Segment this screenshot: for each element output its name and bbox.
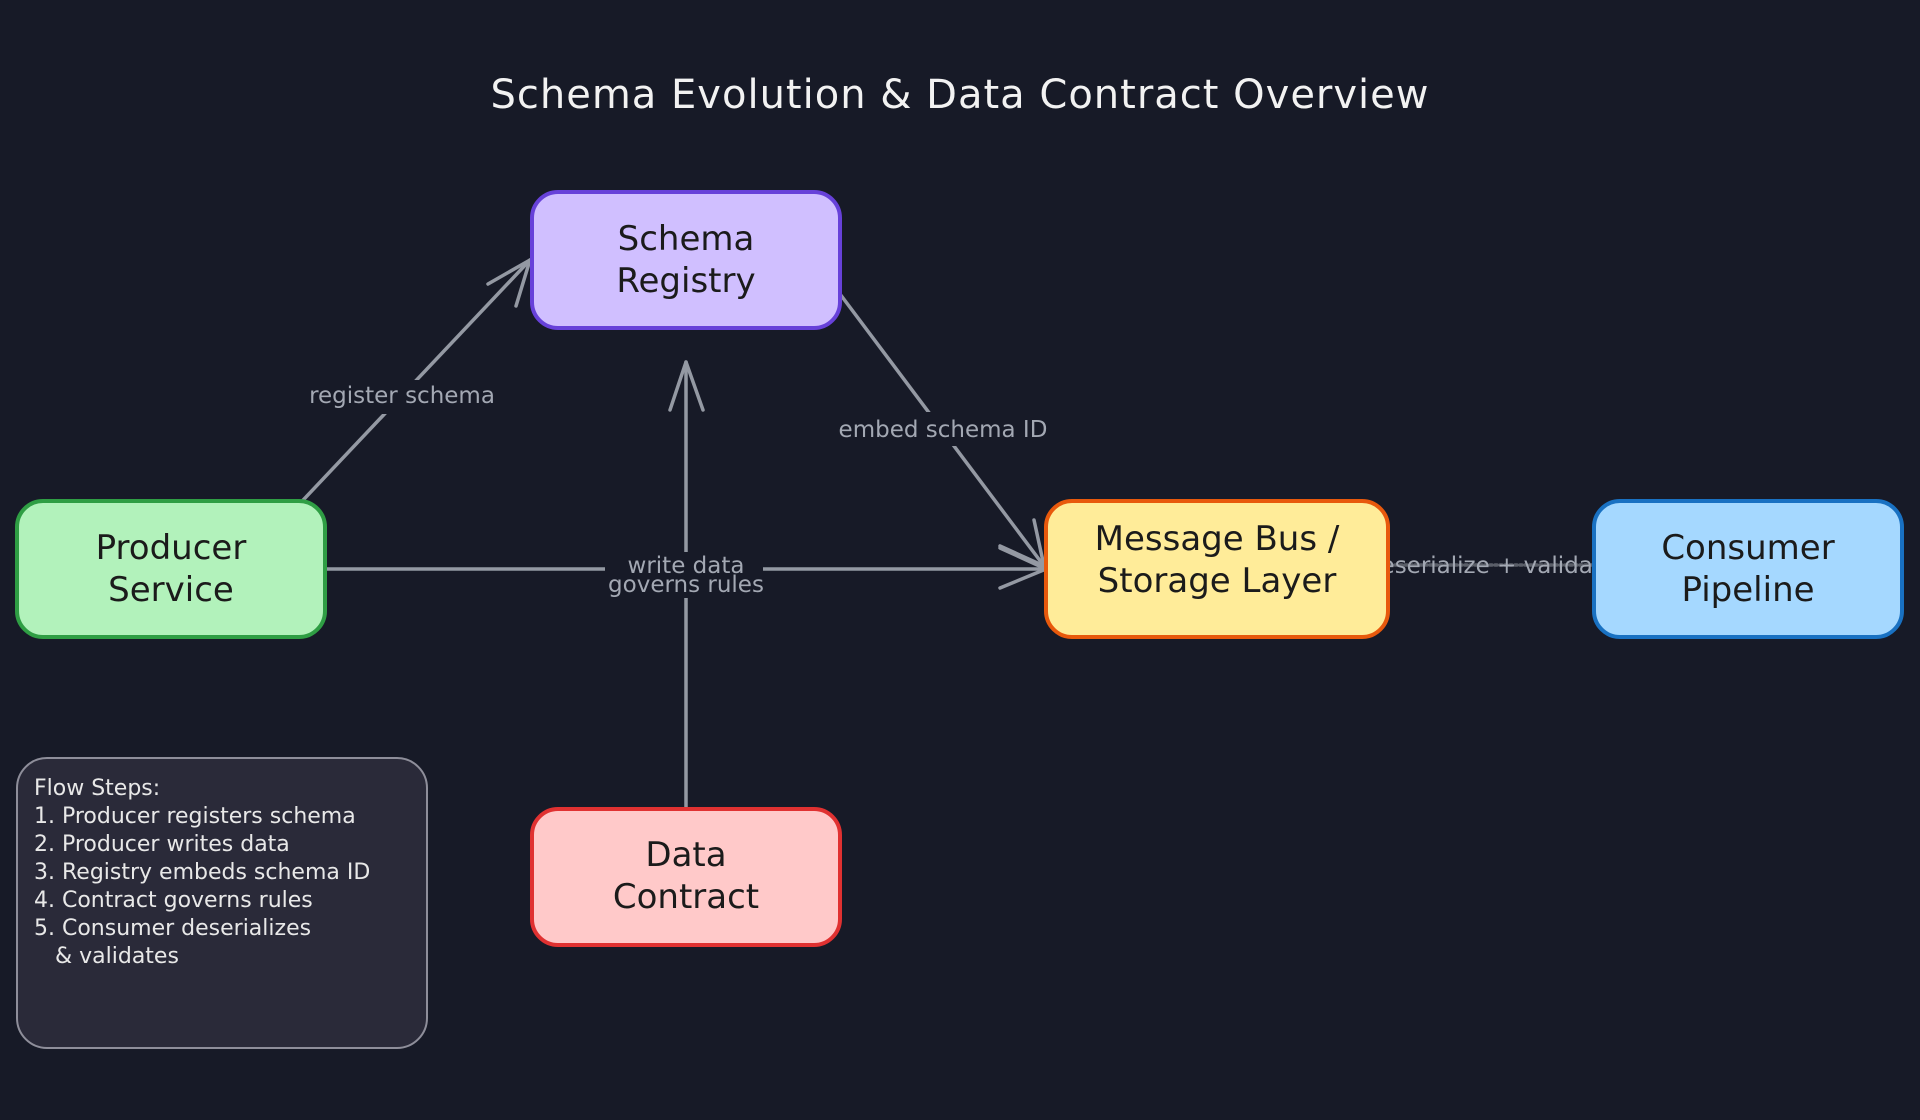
- node-label-line: Consumer: [1661, 528, 1834, 568]
- node-label-line: Data: [645, 835, 726, 875]
- edge-label-write-data: write data: [628, 553, 745, 579]
- node-label-line: Storage Layer: [1098, 561, 1337, 601]
- node-label-line: Pipeline: [1681, 570, 1814, 610]
- flow-steps-heading: Flow Steps:: [34, 776, 160, 801]
- flow-step-item: 5. Consumer deserializes: [34, 916, 311, 941]
- node-data-contract[interactable]: Data Contract: [530, 807, 842, 947]
- node-label-line: Service: [108, 570, 234, 610]
- flow-step-item: 3. Registry embeds schema ID: [34, 860, 370, 885]
- edge-label-register-schema: register schema: [309, 383, 495, 409]
- node-label-line: Contract: [613, 877, 759, 917]
- node-label-line: Message Bus /: [1095, 519, 1340, 559]
- node-consumer-pipeline[interactable]: Consumer Pipeline: [1592, 499, 1904, 639]
- node-label-line: Producer: [96, 528, 247, 568]
- edge-label-deserialize-validate: deserialize + validate: [1366, 553, 1616, 579]
- flow-step-item: & validates: [34, 944, 179, 969]
- node-schema-registry[interactable]: Schema Registry: [530, 190, 842, 330]
- flow-step-item: 1. Producer registers schema: [34, 804, 356, 829]
- edge-label-embed-schema-id: embed schema ID: [839, 417, 1048, 443]
- flow-step-item: 2. Producer writes data: [34, 832, 290, 857]
- flow-steps-note: Flow Steps: 1. Producer registers schema…: [16, 757, 428, 1049]
- node-label-line: Schema: [618, 219, 755, 259]
- edge-label-governs-rules: governs rules: [608, 572, 764, 598]
- node-message-bus[interactable]: Message Bus / Storage Layer: [1044, 499, 1390, 639]
- node-producer-service[interactable]: Producer Service: [15, 499, 327, 639]
- flow-step-item: 4. Contract governs rules: [34, 888, 313, 913]
- diagram-title: Schema Evolution & Data Contract Overvie…: [491, 72, 1430, 118]
- node-label-line: Registry: [616, 261, 755, 301]
